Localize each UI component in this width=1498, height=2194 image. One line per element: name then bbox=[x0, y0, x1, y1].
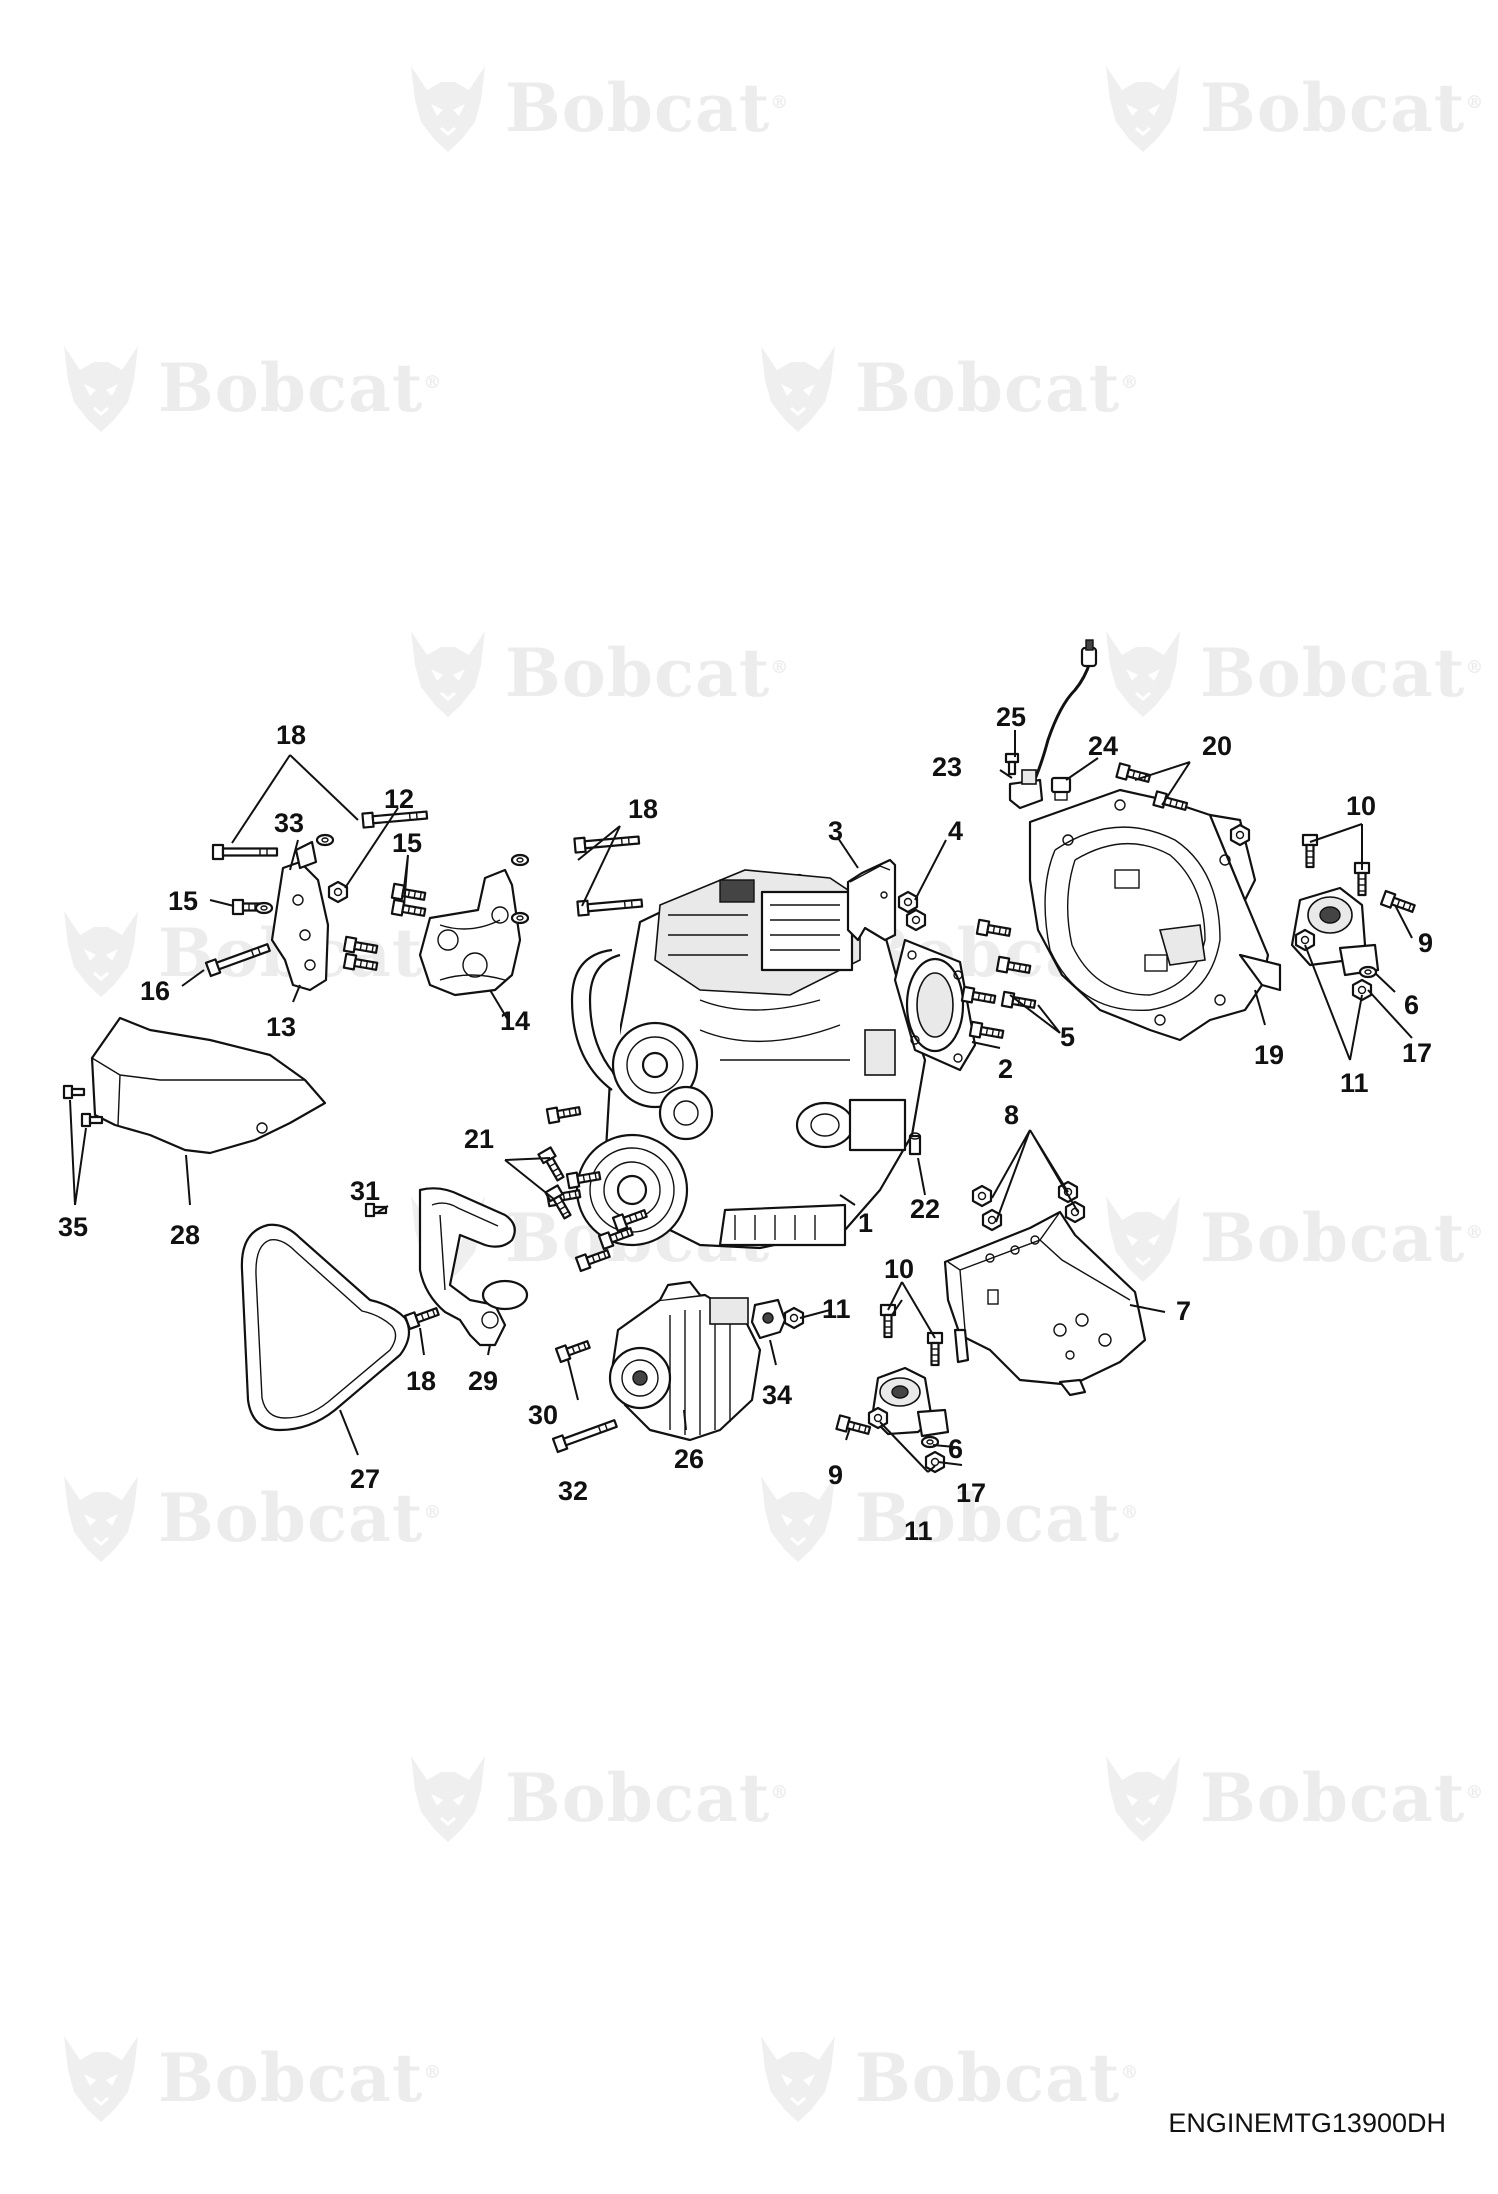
callout-7: 7 bbox=[1176, 1296, 1191, 1326]
figure-id: ENGINEMTG13900DH bbox=[1168, 2108, 1446, 2138]
bracket-3 bbox=[846, 858, 897, 942]
callout-12: 12 bbox=[384, 784, 414, 814]
callout-9b: 9 bbox=[828, 1460, 843, 1490]
leader-lines bbox=[69, 730, 1413, 1473]
callout-25: 25 bbox=[996, 702, 1026, 732]
rear-seal-plate bbox=[893, 938, 977, 1072]
callout-6b: 6 bbox=[948, 1434, 963, 1464]
callout-23: 23 bbox=[932, 752, 962, 782]
callout-10: 10 bbox=[1346, 791, 1376, 821]
callout-17: 17 bbox=[1402, 1038, 1432, 1068]
callout-2: 2 bbox=[998, 1054, 1013, 1084]
callout-22: 22 bbox=[910, 1194, 940, 1224]
callout-17b: 17 bbox=[956, 1478, 986, 1508]
speed-sensor-harness bbox=[1008, 639, 1098, 810]
callout-16: 16 bbox=[140, 976, 170, 1006]
callout-14: 14 bbox=[500, 1006, 530, 1036]
callout-24: 24 bbox=[1088, 731, 1118, 761]
callout-18c: 18 bbox=[406, 1366, 436, 1396]
callout-32: 32 bbox=[558, 1476, 588, 1506]
callout-1: 1 bbox=[858, 1208, 873, 1238]
clip-24 bbox=[1050, 776, 1072, 801]
callout-15b: 15 bbox=[168, 886, 198, 916]
callout-29: 29 bbox=[468, 1366, 498, 1396]
engine-assembly bbox=[570, 869, 927, 1250]
callout-5: 5 bbox=[1060, 1022, 1075, 1052]
drive-belt bbox=[240, 1223, 411, 1432]
alternator bbox=[608, 1280, 762, 1442]
bracket-13 bbox=[270, 840, 330, 992]
callout-28: 28 bbox=[170, 1220, 200, 1250]
callout-10b: 10 bbox=[884, 1254, 914, 1284]
callout-4: 4 bbox=[948, 816, 963, 846]
callout-3: 3 bbox=[828, 816, 843, 846]
callout-30: 30 bbox=[528, 1400, 558, 1430]
callout-31: 31 bbox=[350, 1176, 380, 1206]
callout-18: 18 bbox=[276, 720, 306, 750]
callout-20: 20 bbox=[1202, 731, 1232, 761]
callout-labels: 18 33 12 15 15 16 13 14 18 3 4 5 2 25 23… bbox=[58, 702, 1433, 1546]
callout-21: 21 bbox=[464, 1124, 494, 1154]
callout-6: 6 bbox=[1404, 990, 1419, 1020]
belt-tensioner-arm bbox=[418, 1187, 529, 1347]
engine-mount-bracket bbox=[943, 1210, 1147, 1397]
callout-15: 15 bbox=[392, 828, 422, 858]
callout-11c: 11 bbox=[904, 1516, 933, 1546]
callout-27: 27 bbox=[350, 1464, 380, 1494]
callout-34: 34 bbox=[762, 1380, 792, 1410]
callout-19: 19 bbox=[1254, 1040, 1284, 1070]
part-34-spacer bbox=[750, 1298, 787, 1340]
callout-8: 8 bbox=[1004, 1100, 1019, 1130]
bracket-14 bbox=[418, 868, 522, 997]
callout-35: 35 bbox=[58, 1212, 88, 1242]
belt-shield bbox=[90, 1016, 327, 1155]
dowel-pin bbox=[908, 1132, 922, 1156]
callout-13: 13 bbox=[266, 1012, 296, 1042]
callout-26: 26 bbox=[674, 1444, 704, 1474]
callout-11b: 11 bbox=[822, 1294, 851, 1324]
flywheel-housing bbox=[1028, 788, 1282, 1042]
callout-9: 9 bbox=[1418, 928, 1433, 958]
callout-18b: 18 bbox=[628, 794, 658, 824]
callout-33: 33 bbox=[274, 808, 304, 838]
callout-11: 11 bbox=[1340, 1068, 1369, 1098]
